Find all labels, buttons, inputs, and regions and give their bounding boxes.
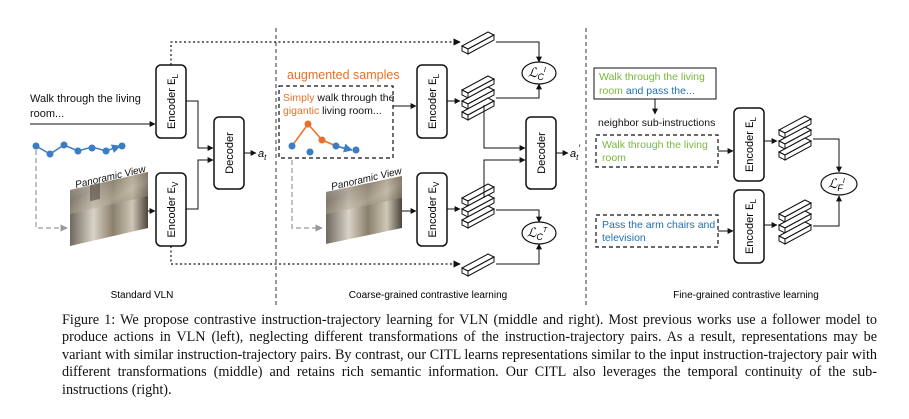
coarse-feature-top	[460, 31, 496, 55]
coarse-decoder: Decoder	[525, 116, 557, 190]
fine-full-instruction: Walk through the living room and pass th…	[599, 71, 708, 97]
coarse-encoder-v: Encoder EV	[416, 172, 448, 247]
augmented-box	[278, 85, 394, 159]
std-encoder-v: Encoder EV	[155, 172, 187, 247]
loss-ct: ℒCT	[521, 221, 557, 245]
std-trajectory	[32, 141, 126, 158]
coarse-section-label: Coarse-grained contrastive learning	[349, 290, 507, 301]
svg-text:Encoder EL: Encoder EL	[744, 116, 758, 172]
fine-feature-top	[777, 115, 813, 161]
coarse-panoramic-image	[326, 176, 402, 244]
svg-text:ℒCT: ℒCT	[527, 225, 548, 242]
aug-instruction: Simply walk through the gigantic living …	[283, 92, 397, 117]
augmented-title: augmented samples	[287, 68, 400, 82]
neighbor-label: neighbor sub-instructions	[598, 117, 715, 129]
figure-caption: Figure 1: We propose contrastive instruc…	[62, 312, 877, 399]
coarse-action: at′	[570, 143, 580, 162]
aug-trajectory	[288, 120, 360, 156]
svg-text:Encoder EL: Encoder EL	[427, 73, 441, 129]
svg-text:Decoder: Decoder	[224, 132, 236, 174]
loss-ci: ℒCI	[521, 61, 557, 85]
coarse-feature-l-stack	[460, 75, 496, 121]
std-encoder-l: Encoder EL	[155, 64, 187, 139]
method-figure: Walk through the living room... Panorami…	[30, 28, 858, 305]
std-action: at	[258, 148, 267, 162]
std-panoramic-image	[70, 172, 148, 246]
svg-text:ℒFI: ℒFI	[828, 176, 845, 193]
loss-fi: ℒFI	[820, 172, 858, 196]
coarse-feature-v-stack	[460, 183, 496, 229]
fine-encoder-top: Encoder EL	[733, 107, 765, 182]
fine-section-label: Fine-grained contrastive learning	[673, 290, 819, 301]
caption-text: Figure 1: We propose contrastive instruc…	[62, 312, 877, 398]
svg-text:ℒCI: ℒCI	[528, 65, 546, 82]
svg-text:Decoder: Decoder	[536, 132, 548, 174]
coarse-feature-bottom	[460, 253, 496, 277]
svg-text:Encoder EL: Encoder EL	[166, 73, 180, 129]
fine-sub1: Walk through the living room	[602, 139, 711, 164]
std-section-label: Standard VLN	[111, 290, 174, 301]
coarse-encoder-l: Encoder EL	[416, 64, 448, 139]
svg-text:Encoder EL: Encoder EL	[744, 198, 758, 254]
svg-text:Encoder EV: Encoder EV	[427, 181, 441, 238]
fine-feature-bottom	[777, 199, 813, 245]
std-decoder: Decoder	[213, 116, 245, 190]
svg-text:Encoder EV: Encoder EV	[166, 181, 180, 238]
fine-encoder-bottom: Encoder EL	[733, 189, 765, 264]
std-instruction: Walk through the living room...	[30, 93, 144, 120]
fine-sub2: Pass the arm chairs and television	[602, 219, 718, 244]
